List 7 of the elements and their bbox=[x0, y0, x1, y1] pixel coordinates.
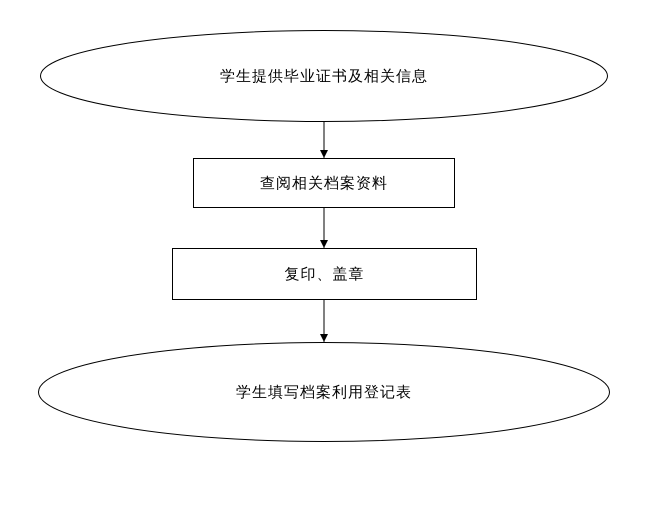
terminal-ellipse: 学生提供毕业证书及相关信息 bbox=[40, 30, 608, 122]
process-box: 复印、盖章 bbox=[172, 248, 477, 300]
arrow bbox=[320, 300, 328, 342]
arrow bbox=[320, 208, 328, 248]
process-box: 查阅相关档案资料 bbox=[193, 158, 455, 208]
terminal-ellipse: 学生填写档案利用登记表 bbox=[38, 342, 610, 442]
arrow bbox=[320, 122, 328, 158]
